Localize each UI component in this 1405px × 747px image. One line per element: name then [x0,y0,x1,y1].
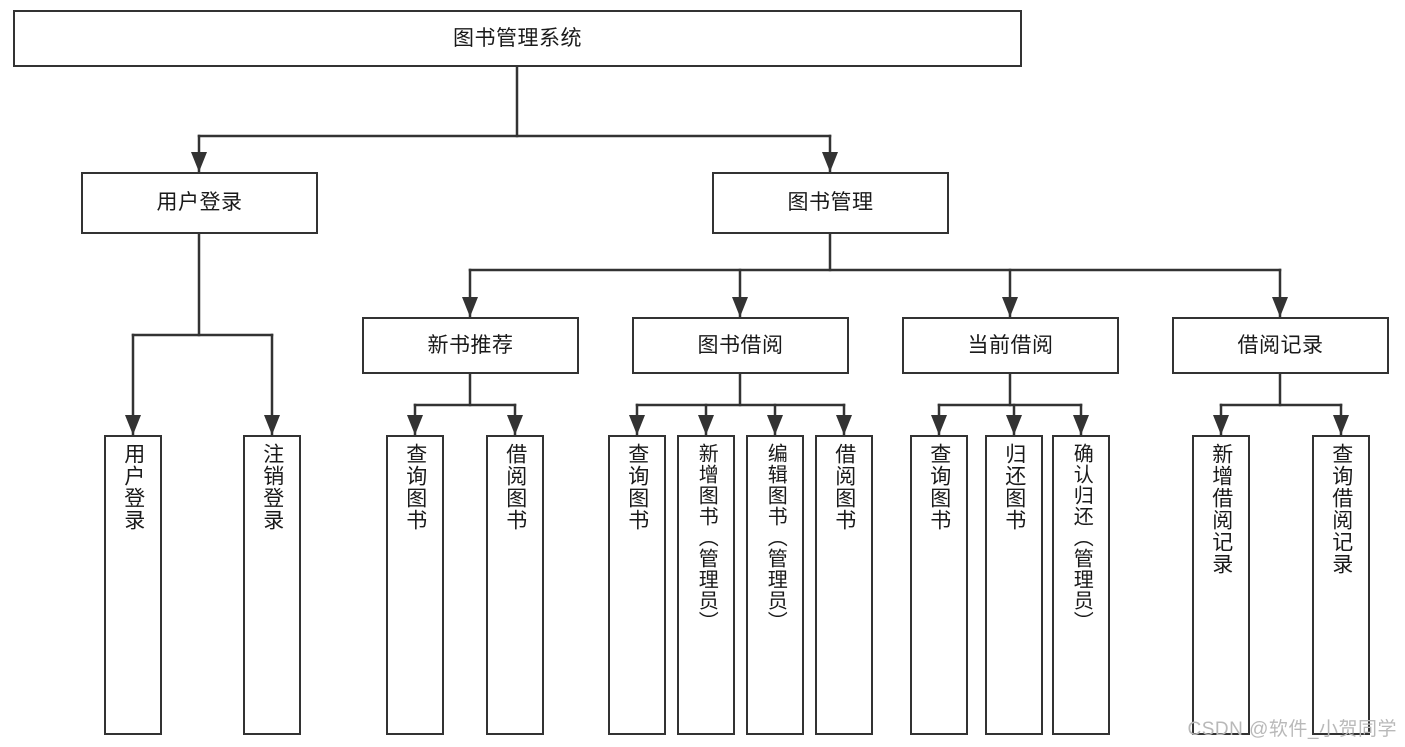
leaf-node-leaf-return-book: 归还图书 [985,435,1043,735]
root-node-root: 图书管理系统 [13,10,1022,67]
branch-node-user-login: 用户登录 [81,172,318,234]
arrow-head-icon [836,415,852,435]
leaf-node-leaf-edit-book: 编辑图书（管理员） [746,435,804,735]
leaf-node-leaf-query-book-1: 查询图书 [386,435,444,735]
node-label-borrow-record: 借阅记录 [1237,333,1324,357]
leaf-node-leaf-query-book-3: 查询图书 [910,435,968,735]
node-label-leaf-confirm-return: 确认归还（管理员） [1070,443,1093,632]
node-label-leaf-query-record: 查询借阅记录 [1329,443,1353,575]
arrow-head-icon [125,415,141,435]
arrow-head-icon [931,415,947,435]
leaf-node-leaf-user-login: 用户登录 [104,435,162,735]
arrow-head-icon [698,415,714,435]
arrow-head-icon [462,297,478,317]
node-label-leaf-borrow-book-1: 借阅图书 [503,443,527,531]
leaf-node-leaf-borrow-book-1: 借阅图书 [486,435,544,735]
arrow-head-icon [264,415,280,435]
leaf-node-leaf-query-record: 查询借阅记录 [1312,435,1370,735]
branch-node-book-manage: 图书管理 [712,172,949,234]
arrow-head-icon [1002,297,1018,317]
arrow-head-icon [822,152,838,172]
leaf-node-leaf-borrow-book-2: 借阅图书 [815,435,873,735]
arrow-head-icon [629,415,645,435]
leaf-node-leaf-confirm-return: 确认归还（管理员） [1052,435,1110,735]
node-label-current-borrow: 当前借阅 [967,333,1054,357]
node-label-leaf-edit-book: 编辑图书（管理员） [764,443,787,632]
branch-node-borrow-record: 借阅记录 [1172,317,1389,374]
arrow-head-icon [767,415,783,435]
arrow-head-icon [407,415,423,435]
arrow-head-icon [191,152,207,172]
node-label-leaf-add-record: 新增借阅记录 [1209,443,1233,575]
node-label-leaf-add-book: 新增图书（管理员） [695,443,718,632]
node-label-leaf-return-book: 归还图书 [1002,443,1026,531]
node-label-leaf-query-book-2: 查询图书 [625,443,649,531]
arrow-head-icon [1213,415,1229,435]
arrow-head-icon [507,415,523,435]
arrow-head-icon [732,297,748,317]
node-label-leaf-query-book-3: 查询图书 [927,443,951,531]
leaf-node-leaf-user-logout: 注销登录 [243,435,301,735]
leaf-node-leaf-add-book: 新增图书（管理员） [677,435,735,735]
node-label-book-manage: 图书管理 [787,191,874,215]
arrow-head-icon [1006,415,1022,435]
node-label-user-login: 用户登录 [156,191,243,215]
arrow-head-icon [1333,415,1349,435]
node-label-book-borrow: 图书借阅 [697,333,784,357]
branch-node-book-borrow: 图书借阅 [632,317,849,374]
branch-node-current-borrow: 当前借阅 [902,317,1119,374]
node-label-leaf-query-book-1: 查询图书 [403,443,427,531]
leaf-node-leaf-add-record: 新增借阅记录 [1192,435,1250,735]
watermark-text: CSDN @软件_小贺同学 [1187,719,1397,740]
node-label-leaf-user-logout: 注销登录 [260,443,284,531]
node-label-root: 图书管理系统 [453,26,582,50]
node-label-leaf-user-login: 用户登录 [121,443,145,531]
node-label-leaf-borrow-book-2: 借阅图书 [832,443,856,531]
node-label-new-book-recommend: 新书推荐 [427,333,514,357]
arrow-head-icon [1272,297,1288,317]
branch-node-new-book-recommend: 新书推荐 [362,317,579,374]
leaf-node-leaf-query-book-2: 查询图书 [608,435,666,735]
arrow-head-icon [1073,415,1089,435]
